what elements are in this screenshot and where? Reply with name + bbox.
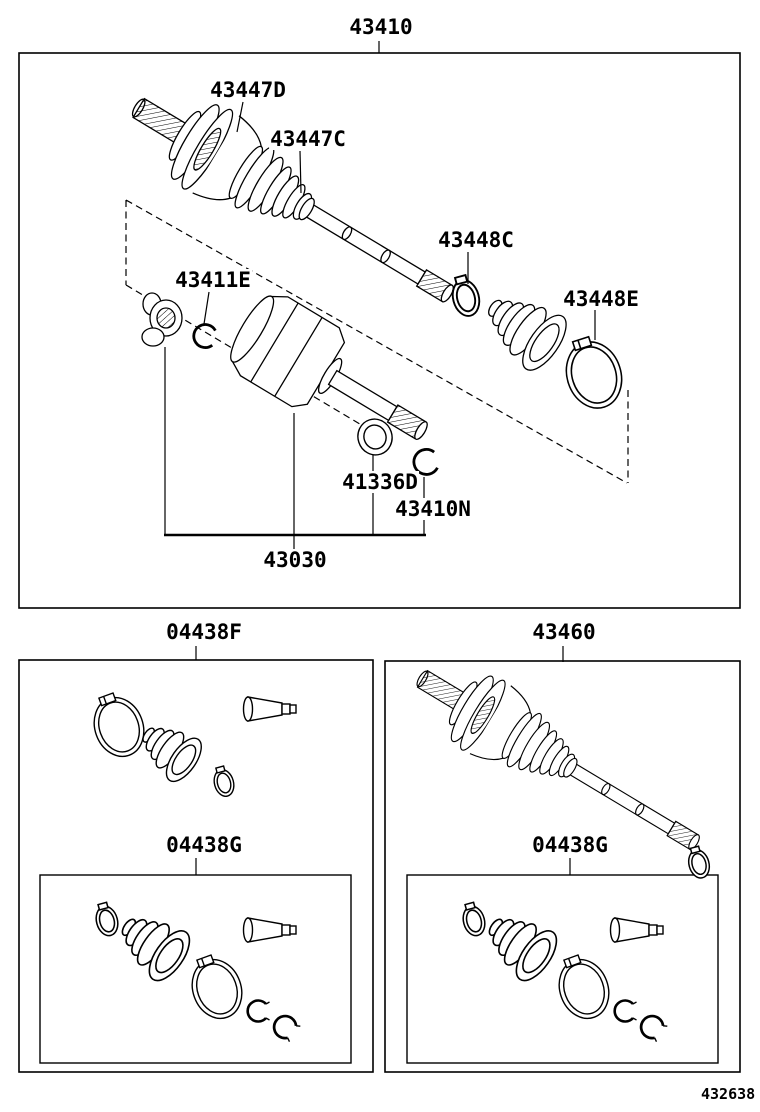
inboard-boot-art [488, 299, 567, 371]
shaft-snap-ring-art [412, 448, 439, 476]
box-label-43460: 43460 [531, 620, 597, 644]
part-label-43447c: 43447C [269, 127, 347, 151]
oil-seal-art [357, 418, 393, 456]
part-label-43448c: 43448C [437, 228, 515, 252]
tripod-snap-ring-art [192, 323, 217, 349]
part-label-43448e: 43448E [562, 287, 640, 311]
part-label-43410n: 43410N [394, 497, 472, 521]
main-box-border [18, 52, 741, 609]
leader-lines [164, 41, 596, 875]
box-label-04438g-left: 04438G [165, 833, 243, 857]
box-label-04438f: 04438F [165, 620, 243, 644]
outboard-boot-kit-art [84, 686, 297, 800]
left-inner-kit-art [92, 901, 301, 1043]
large-boot-clamp-art [555, 329, 631, 417]
outboard-axle-assembly [110, 65, 476, 336]
part-label-43410: 43410 [348, 15, 414, 39]
figure-code: 432638 [701, 1085, 756, 1103]
small-boot-clamp-art [446, 272, 485, 320]
inboard-joint-art [230, 295, 428, 441]
inboard-kit-dashed-outline [125, 199, 629, 484]
part-label-43411e: 43411E [174, 268, 252, 292]
box-label-04438g-right: 04438G [531, 833, 609, 857]
right-inner-kit-art [459, 901, 668, 1043]
left-inner-kit-box-border [39, 874, 352, 1064]
part-label-43447d: 43447D [209, 78, 287, 102]
right-shaft-box-border [384, 660, 741, 1073]
part-label-41336d: 41336D [341, 470, 419, 494]
tripod-spider [141, 292, 183, 347]
part-label-43030: 43030 [262, 548, 328, 572]
right-inner-kit-box-border [406, 874, 719, 1064]
